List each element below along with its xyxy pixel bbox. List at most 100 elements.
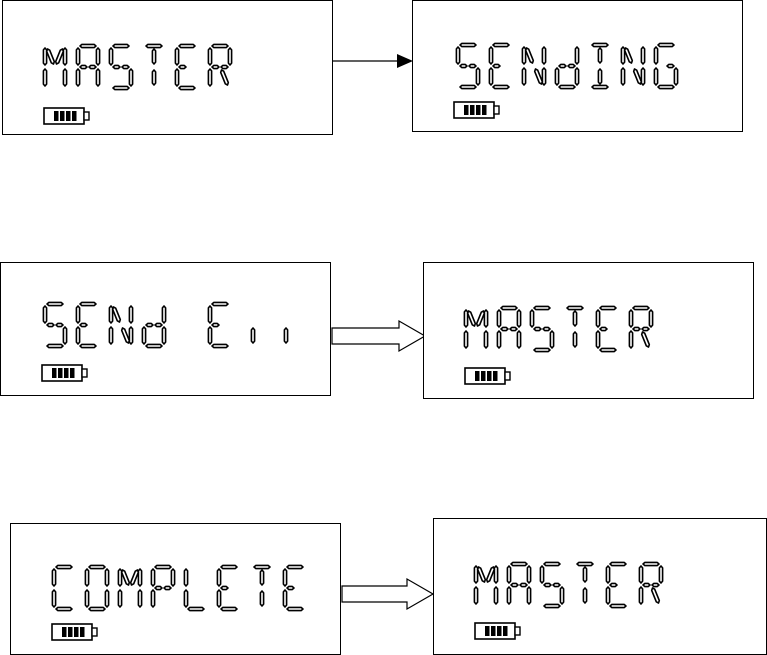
lcd-text-value: COMPLETE bbox=[11, 524, 12, 525]
lcd-segment bbox=[217, 569, 220, 586]
lcd-segment bbox=[152, 49, 155, 64]
battery-icon bbox=[41, 364, 89, 382]
lcd-segment bbox=[89, 607, 105, 610]
battery-tip bbox=[515, 627, 520, 635]
lcd-segment bbox=[652, 583, 659, 586]
battery-bar bbox=[497, 626, 502, 636]
battery-bar bbox=[485, 626, 490, 636]
battery-bar bbox=[476, 105, 481, 115]
lcd-glyph bbox=[151, 565, 174, 607]
lcd-segment bbox=[152, 70, 155, 85]
lcd-segment bbox=[63, 69, 66, 86]
lcd-segment bbox=[550, 331, 553, 348]
lcd-segment bbox=[598, 48, 601, 63]
lcd-segment bbox=[56, 565, 72, 568]
lcd-segment bbox=[534, 348, 550, 351]
lcd-segment bbox=[460, 43, 476, 46]
lcd-segment bbox=[129, 69, 132, 86]
lcd-segment bbox=[89, 565, 105, 568]
lcd-segment bbox=[217, 590, 220, 607]
lcd-segment bbox=[96, 69, 99, 86]
lcd-segment bbox=[164, 586, 171, 589]
lcd-segment bbox=[208, 69, 211, 86]
lcd-glyph bbox=[208, 302, 228, 347]
lcd-segment bbox=[155, 565, 171, 568]
lcd-glyph bbox=[639, 562, 662, 604]
lcd-glyph bbox=[43, 302, 66, 347]
lcd-segment bbox=[146, 323, 153, 326]
lcd-segment bbox=[122, 570, 130, 585]
lcd-segment bbox=[129, 327, 132, 344]
lcd-segment bbox=[520, 583, 527, 586]
lcd-segment bbox=[652, 588, 660, 603]
battery-bar bbox=[58, 368, 63, 378]
lcd-segment bbox=[146, 344, 162, 347]
lcd-segment bbox=[208, 48, 211, 65]
lcd-segment bbox=[542, 68, 545, 85]
lcd-screen-master-top: MASTER bbox=[2, 0, 333, 135]
lcd-segment bbox=[85, 590, 88, 607]
lcd-segment bbox=[522, 68, 525, 85]
lcd-segment bbox=[517, 310, 520, 327]
lcd-glyph bbox=[184, 569, 204, 611]
lcd-segment bbox=[464, 331, 467, 348]
lcd-segment bbox=[113, 86, 129, 89]
lcd-segment bbox=[56, 607, 72, 610]
lcd-text bbox=[464, 305, 666, 353]
lcd-segment bbox=[175, 69, 178, 86]
lcd-segment bbox=[228, 48, 231, 65]
lcd-segment bbox=[629, 331, 632, 348]
lcd-glyph bbox=[606, 562, 626, 607]
lcd-segment bbox=[621, 47, 624, 64]
lcd-segment bbox=[489, 68, 492, 85]
lcd-segment bbox=[63, 327, 66, 344]
lcd-segment bbox=[583, 567, 586, 582]
lcd-glyph bbox=[540, 562, 563, 607]
lcd-segment bbox=[52, 569, 55, 586]
lcd-segment bbox=[287, 565, 303, 568]
lcd-segment bbox=[56, 49, 64, 64]
lcd-glyph bbox=[474, 566, 497, 604]
lcd-glyph bbox=[109, 44, 132, 89]
lcd-segment bbox=[530, 310, 533, 327]
lcd-segment bbox=[184, 590, 187, 607]
lcd-segment bbox=[568, 64, 575, 67]
lcd-glyph bbox=[208, 44, 231, 86]
lcd-segment bbox=[659, 566, 662, 583]
lcd-glyph bbox=[654, 43, 677, 88]
lcd-segment bbox=[80, 65, 87, 68]
battery-bar bbox=[481, 371, 486, 381]
lcd-glyph bbox=[118, 569, 141, 607]
lcd-segment bbox=[284, 328, 287, 343]
lcd-segment bbox=[212, 323, 219, 326]
lcd-glyph bbox=[530, 306, 553, 351]
battery-tip bbox=[82, 369, 87, 377]
lcd-segment bbox=[138, 569, 141, 586]
lcd-segment bbox=[212, 65, 219, 68]
lcd-segment bbox=[633, 327, 640, 330]
lcd-segment bbox=[559, 85, 575, 88]
lcd-segment bbox=[535, 69, 543, 84]
lcd-glyph bbox=[497, 306, 520, 348]
battery-bar bbox=[80, 627, 85, 637]
lcd-segment bbox=[510, 327, 517, 330]
lcd-segment bbox=[577, 562, 593, 565]
lcd-segment bbox=[251, 328, 254, 343]
lcd-segment bbox=[460, 64, 467, 67]
lcd-segment bbox=[596, 310, 599, 327]
lcd-segment bbox=[129, 306, 132, 323]
battery-bar bbox=[464, 105, 469, 115]
lcd-segment bbox=[47, 323, 54, 326]
lcd-segment-display bbox=[456, 42, 691, 90]
battery-bar bbox=[66, 111, 71, 121]
lcd-segment bbox=[600, 327, 607, 330]
lcd-segment bbox=[113, 307, 121, 322]
lcd-segment bbox=[629, 310, 632, 327]
lcd-glyph bbox=[621, 47, 644, 85]
lcd-glyph bbox=[507, 562, 530, 604]
lcd-glyph bbox=[577, 562, 593, 603]
lcd-segment bbox=[559, 64, 566, 67]
lcd-segment bbox=[468, 311, 476, 326]
lcd-segment bbox=[287, 586, 294, 589]
lcd-segment bbox=[254, 565, 270, 568]
